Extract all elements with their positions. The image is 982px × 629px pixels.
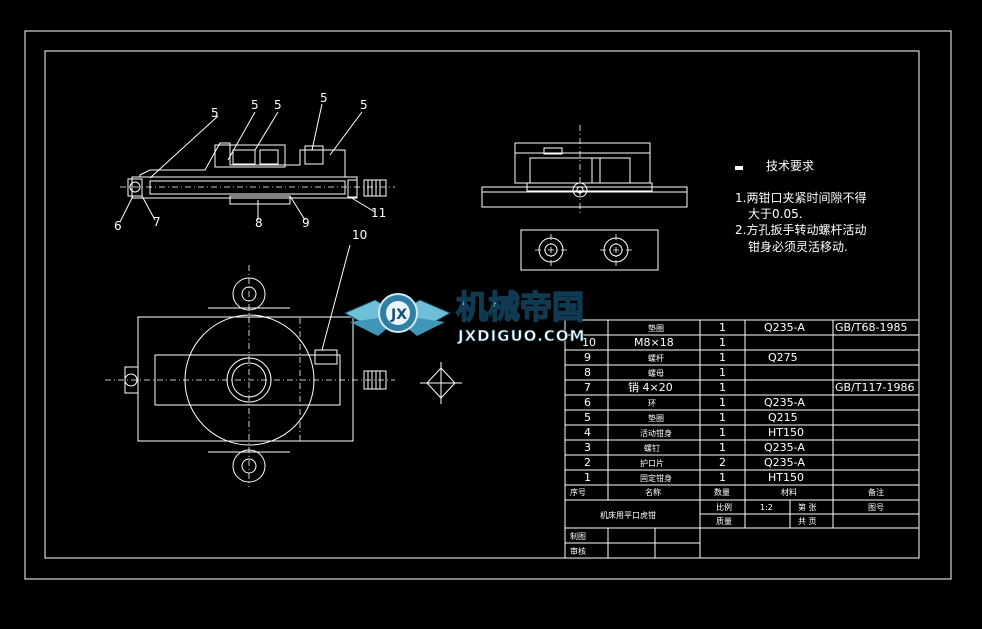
row4-name: 活动钳身 [640,428,672,438]
row7-note: GB/T117-1986 [835,381,914,394]
callout-5e: 5 [360,98,368,112]
row1-name: 固定钳身 [640,473,672,483]
row3-material: Q235-A [764,441,805,454]
outer-border [24,30,952,580]
row5-material: Q215 [768,411,798,424]
side-section-view [119,103,395,223]
callout-9: 9 [302,216,310,230]
row9-material: Q275 [768,351,798,364]
bottom-plate-view [520,229,659,271]
header-material: 材料 [781,487,797,497]
row10-name: 垫圈 [648,323,664,333]
callout-10: 10 [352,228,367,242]
drawn-label: 制图 [570,531,586,541]
drawing-no-label: 图号 [868,503,884,512]
header-note: 备注 [868,487,884,497]
row10-qty: 1 [719,321,726,334]
section-symbol [420,362,462,404]
row7-no: 7 [584,381,591,394]
row1-no: 1 [584,471,591,484]
row10b-qty: 1 [719,336,726,349]
callout-8: 8 [255,216,263,230]
weight-label: 质量 [716,516,732,526]
row10b-no: 10 [582,336,596,349]
callout-11: 11 [371,206,386,220]
row4-no: 4 [584,426,591,439]
callout-5a: 5 [211,106,219,120]
row8-no: 8 [584,366,591,379]
top-plan-view [105,244,395,487]
row7-name: 销 4×20 [628,380,673,394]
row2-qty: 2 [719,456,726,469]
sheet-label: 第 张 [798,502,817,512]
row10b-name: M8×18 [634,336,674,349]
row6-no: 6 [584,396,591,409]
tech-req-line3: 2.方孔扳手转动螺杆活动 [735,222,866,237]
tech-req-title: 技术要求 [766,159,814,173]
row3-name: 螺钉 [644,443,660,453]
tech-req-line4: 钳身必须灵活移动. [748,239,848,254]
svg-text:JX: JX [390,307,407,323]
parts-list-table [564,319,920,501]
callout-5b: 5 [251,98,259,112]
front-view [481,125,688,215]
row1-material: HT150 [768,471,804,484]
total-label: 共 页 [798,517,817,526]
row9-name: 螺杆 [648,353,664,363]
drawing-name: 机床用平口虎钳 [600,510,656,520]
inner-border [44,50,920,559]
header-no: 序号 [570,487,586,497]
row9-qty: 1 [719,351,726,364]
scale-value: 1:2 [760,503,773,512]
row3-qty: 1 [719,441,726,454]
scale-label: 比例 [716,502,732,512]
checked-label: 审核 [570,546,586,556]
header-qty: 数量 [714,487,730,497]
row10-note: GB/T68-1985 [835,321,907,334]
row6-qty: 1 [719,396,726,409]
row3-no: 3 [584,441,591,454]
row8-name: 螺母 [648,368,664,378]
row10-material: Q235-A [764,321,805,334]
row5-no: 5 [584,411,591,424]
winged-emblem-icon: JX [343,293,452,336]
row6-name: 环 [648,399,656,408]
row2-name: 护口片 [640,458,664,468]
title-block [564,499,920,559]
row8-qty: 1 [719,366,726,379]
callout-5c: 5 [274,98,282,112]
row5-name: 垫圈 [648,413,664,423]
row1-qty: 1 [719,471,726,484]
watermark-logo: JX 机械帝国 JXDIGUO.COM [343,287,585,345]
row2-material: Q235-A [764,456,805,469]
header-name: 名称 [645,487,661,497]
watermark-cn: 机械帝国 [456,288,584,326]
callout-5d: 5 [320,91,328,105]
watermark-en: JXDIGUO.COM [457,327,585,345]
row6-material: Q235-A [764,396,805,409]
row5-qty: 1 [719,411,726,424]
callout-6: 6 [114,219,122,233]
tech-req-line1: 1.两钳口夹紧时间隙不得 [735,190,866,205]
tech-req-line2: 大于0.05. [748,207,803,221]
callout-7: 7 [153,215,161,229]
row4-qty: 1 [719,426,726,439]
row4-material: HT150 [768,426,804,439]
bullet-mark [735,166,743,170]
row9-no: 9 [584,351,591,364]
row7-qty: 1 [719,381,726,394]
row2-no: 2 [584,456,591,469]
